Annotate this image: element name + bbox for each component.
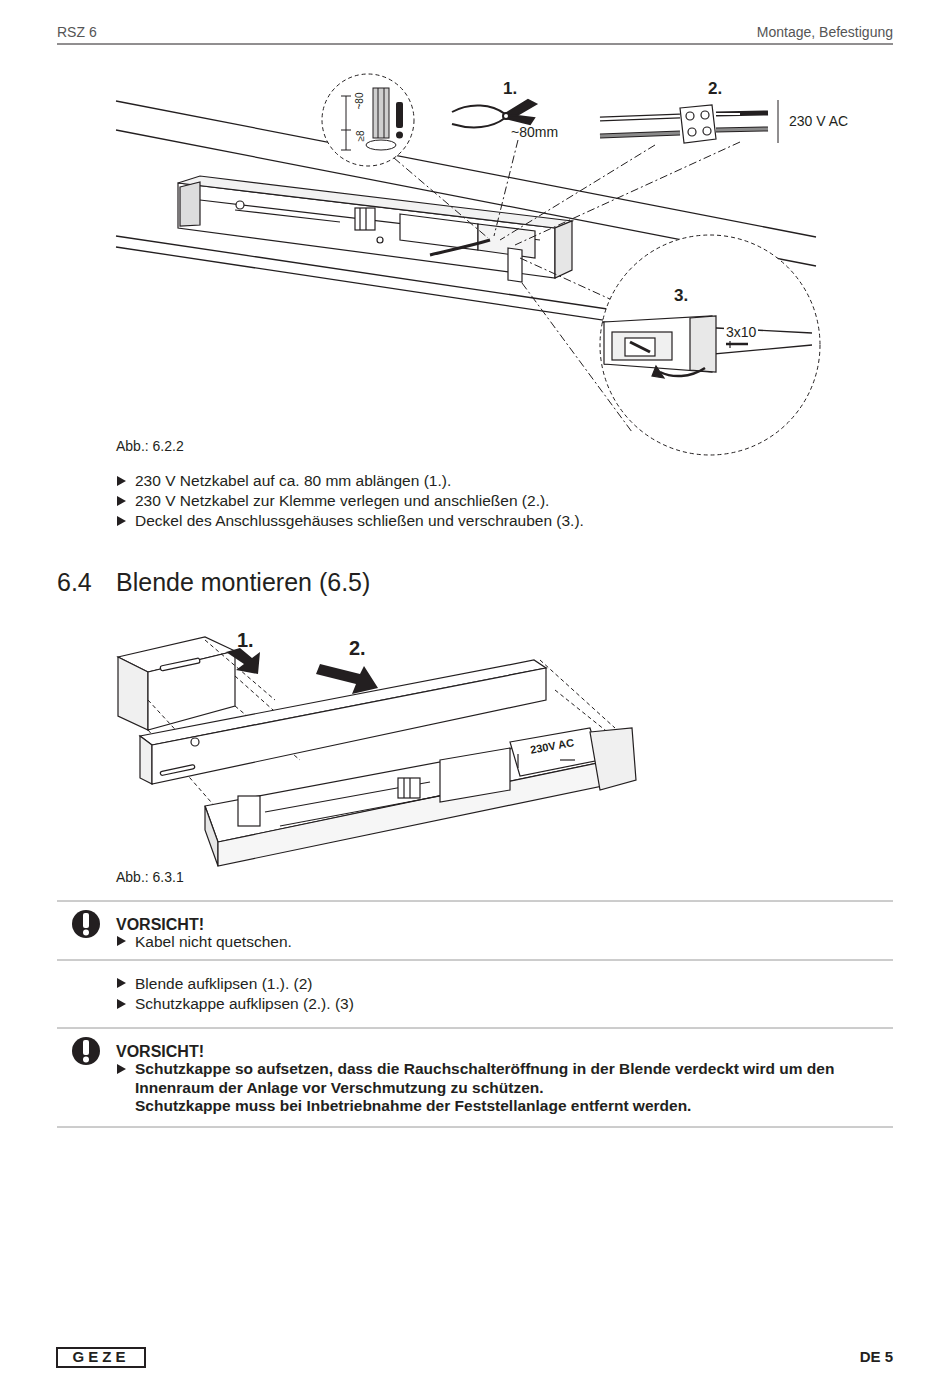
- detail-circle-cover: [600, 235, 820, 455]
- callout-number: 2.: [349, 636, 366, 660]
- terminal-block: [600, 100, 778, 143]
- instruction-step: 230 V Netzkabel zur Klemme verlegen und …: [135, 492, 549, 511]
- dimension: ~80: [354, 93, 366, 110]
- instruction-step: Kabel nicht quetschen.: [135, 933, 292, 952]
- brand-logo: GEZE: [60, 1348, 142, 1366]
- voltage-label: 230 V AC: [789, 113, 848, 130]
- warning-title: VORSICHT!: [116, 1042, 204, 1061]
- warning-icon: [72, 910, 100, 938]
- figure-caption: Abb.: 6.2.2: [116, 438, 184, 455]
- warning-text: Schutzkappe so aufsetzen, dass die Rauch…: [135, 1060, 890, 1097]
- warning-title: VORSICHT!: [116, 915, 204, 934]
- screw-size: 3x10: [724, 324, 758, 341]
- callout-number: 1.: [237, 628, 254, 652]
- instruction-step: Schutzkappe aufklipsen (2.). (3): [135, 995, 354, 1014]
- base-plate: [205, 728, 636, 866]
- dimension: ≥8: [355, 130, 367, 141]
- pliers-icon: [452, 100, 536, 127]
- logo-frame: [57, 1348, 145, 1367]
- warning-icon: [72, 1037, 100, 1065]
- section-heading: Blende montieren (6.5): [116, 567, 370, 597]
- warning-text: Schutzkappe muss bei Inbetriebnahme der …: [135, 1097, 691, 1116]
- page-number: DE 5: [860, 1348, 893, 1366]
- callout-number: 1.: [503, 79, 517, 99]
- section-rules: [57, 901, 893, 1127]
- figure-caption: Abb.: 6.3.1: [116, 869, 184, 886]
- dimension: ~80mm: [511, 124, 558, 141]
- running-header: Montage, Befestigung: [757, 24, 893, 41]
- instruction-step: Deckel des Anschlussgehäuses schließen u…: [135, 512, 584, 531]
- instruction-step: Blende aufklipsen (1.). (2): [135, 975, 312, 994]
- section-number: 6.4: [57, 567, 92, 597]
- header-rule: [57, 44, 893, 45]
- bullet-triangles: [117, 476, 126, 1074]
- instruction-step: 230 V Netzkabel auf ca. 80 mm ablängen (…: [135, 472, 451, 491]
- callout-number: 3.: [674, 286, 688, 306]
- detail-circle-cable: [322, 74, 414, 166]
- callout-number: 2.: [708, 79, 722, 99]
- running-header: RSZ 6: [57, 24, 97, 41]
- closer-housing: [178, 176, 572, 282]
